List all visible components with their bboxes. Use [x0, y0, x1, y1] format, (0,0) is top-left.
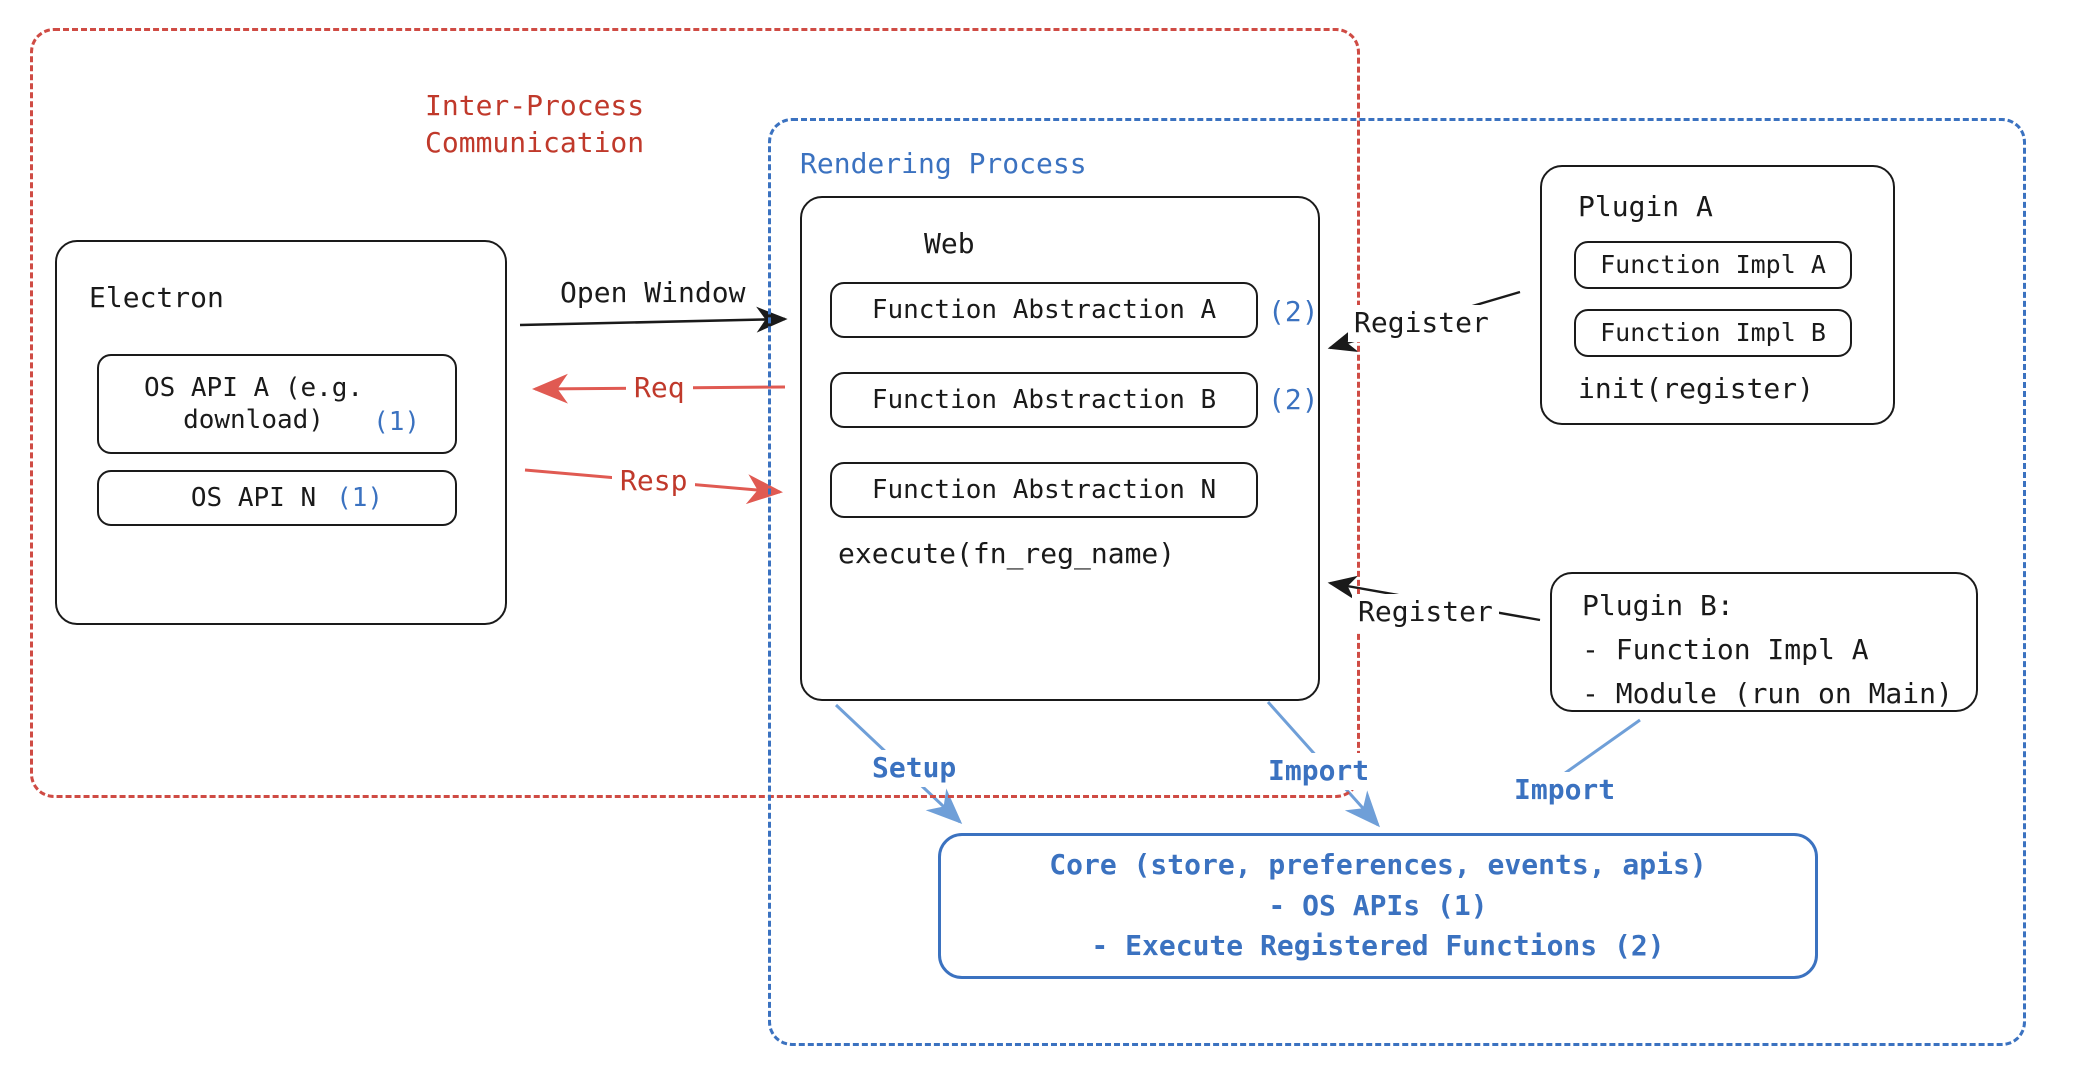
- plugin-b-box: Plugin B: - Function Impl A - Module (ru…: [1550, 572, 1978, 712]
- function-impl-b-label: Function Impl B: [1600, 318, 1826, 348]
- plugin-b-title: Plugin B:: [1582, 589, 1734, 622]
- core-line-3: - Execute Registered Functions (2): [1091, 929, 1665, 963]
- function-impl-b-box: Function Impl B: [1574, 309, 1852, 357]
- edge-label-setup: Setup: [866, 750, 963, 787]
- edge-label-register-a: Register: [1348, 305, 1495, 342]
- rendering-process-container: [768, 118, 2026, 1046]
- function-abstraction-n-box: Function Abstraction N: [830, 462, 1258, 518]
- os-api-n-marker: (1): [336, 482, 384, 513]
- function-abstraction-b-marker: (2): [1268, 383, 1319, 416]
- edge-label-req: Req: [626, 370, 693, 407]
- function-abstraction-n-label: Function Abstraction N: [871, 474, 1217, 505]
- ipc-label-line1: Inter-Process: [425, 89, 645, 122]
- os-api-a-box: OS API A (e.g. download) (1): [97, 354, 457, 454]
- plugin-a-init-label: init(register): [1578, 372, 1815, 405]
- function-abstraction-b-label: Function Abstraction B: [871, 384, 1217, 415]
- ipc-container: [30, 28, 1360, 798]
- core-line-2: - OS APIs (1): [1268, 888, 1488, 922]
- edge-label-import-web: Import: [1262, 753, 1376, 790]
- core-box: Core (store, preferences, events, apis) …: [938, 833, 1818, 979]
- function-abstraction-a-box: Function Abstraction A: [830, 282, 1258, 338]
- os-api-a-marker: (1): [373, 406, 421, 437]
- function-abstraction-a-marker: (2): [1268, 295, 1319, 328]
- ipc-label-line2: Communication: [425, 125, 645, 159]
- plugin-b-line-1: - Function Impl A: [1582, 633, 1869, 666]
- edge-label-import-plugin-b: Import: [1508, 772, 1622, 809]
- plugin-a-box: Plugin A Function Impl A Function Impl B…: [1540, 165, 1895, 425]
- os-api-n-label: OS API N: [190, 482, 317, 513]
- core-line-1: Core (store, preferences, events, apis): [1049, 848, 1707, 882]
- plugin-b-line-2: - Module (run on Main): [1582, 677, 1953, 710]
- edge-label-open-window: Open Window: [560, 276, 746, 309]
- function-abstraction-b-box: Function Abstraction B: [830, 372, 1258, 428]
- rendering-process-label: Rendering Process: [800, 147, 1087, 180]
- edge-label-resp: Resp: [612, 463, 696, 500]
- plugin-a-title: Plugin A: [1578, 190, 1713, 223]
- function-abstraction-a-label: Function Abstraction A: [871, 294, 1217, 325]
- function-impl-a-box: Function Impl A: [1574, 241, 1852, 289]
- electron-title: Electron: [89, 281, 224, 314]
- os-api-n-box: OS API N (1): [97, 470, 457, 526]
- web-execute-label: execute(fn_reg_name): [838, 537, 1176, 570]
- os-api-a-label: OS API A (e.g. download): [143, 372, 364, 436]
- electron-box: Electron OS API A (e.g. download) (1) OS…: [55, 240, 507, 625]
- web-box: Web Function Abstraction A (2) Function …: [800, 196, 1320, 701]
- web-title: Web: [924, 227, 975, 260]
- edge-label-register-b: Register: [1352, 594, 1499, 631]
- function-impl-a-label: Function Impl A: [1600, 250, 1826, 280]
